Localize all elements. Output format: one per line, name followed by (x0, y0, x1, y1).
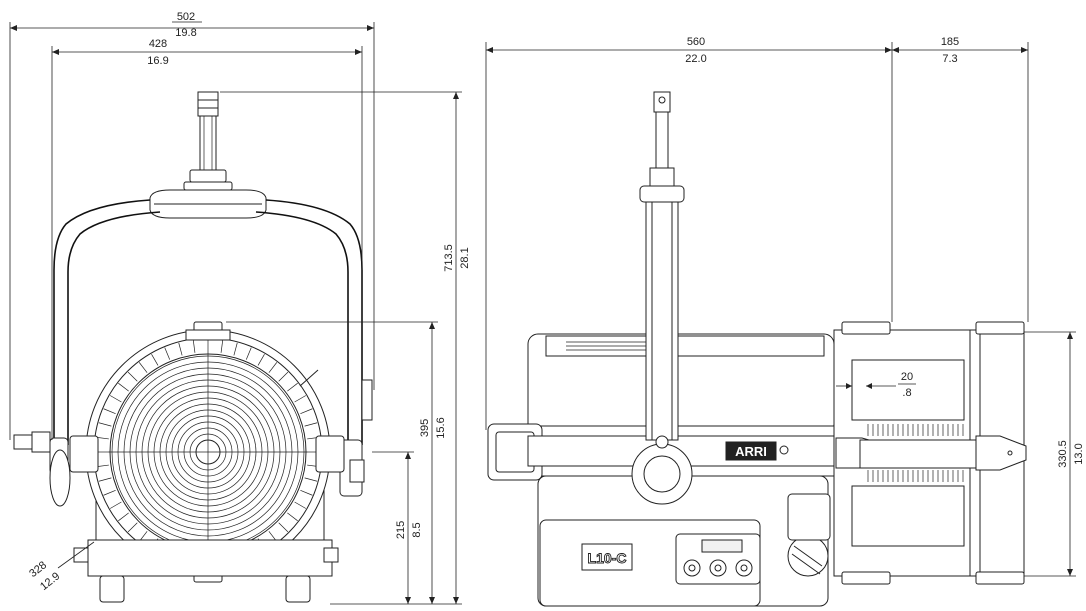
ring-rib (300, 408, 313, 415)
dim-395-in: 15.6 (435, 417, 447, 438)
control-knob-2 (709, 559, 727, 577)
control-knob-1 (683, 559, 701, 577)
ring-rib (127, 371, 138, 382)
spigot-top (197, 91, 219, 117)
spigot-side (653, 91, 671, 113)
ring-rib (278, 371, 289, 382)
ring-rib (287, 382, 298, 392)
dim-502-mm: 502 (177, 11, 195, 23)
ring-rib (294, 501, 307, 509)
dim-185-mm: 185 (941, 36, 959, 48)
ring-rib (109, 395, 122, 403)
ring-rib (98, 477, 112, 482)
brand-label: ARRI (735, 444, 767, 459)
dim-713-mm: 713.5 (443, 244, 455, 272)
lamp-base (87, 539, 333, 577)
ring-rib (294, 395, 307, 403)
ring-rib (257, 353, 265, 366)
dim-395-mm: 395 (419, 419, 431, 437)
ring-rib (220, 339, 224, 353)
model-label: L10-C (588, 550, 627, 566)
ring-rib (118, 382, 129, 392)
dim-560-mm: 560 (687, 36, 705, 48)
dim-713-in: 28.1 (459, 247, 471, 268)
ring-rib (103, 489, 116, 496)
control-knob-3 (735, 559, 753, 577)
brand-badge (725, 441, 777, 461)
side-view: L10-C ARRI (487, 91, 1027, 607)
ring-rib (98, 422, 112, 427)
ring-rib (287, 512, 298, 522)
foot-right (285, 575, 311, 603)
ring-rib (178, 342, 183, 356)
side-dimensions: 560 22.0 185 7.3 20 .8 330.5 13.0 (485, 36, 1085, 577)
control-display (701, 539, 743, 553)
dim-185-in: 7.3 (942, 53, 957, 65)
housing-upper (527, 333, 835, 435)
ring-rib (138, 362, 148, 373)
ring-rib (164, 347, 171, 360)
cooling-ribs (867, 424, 964, 482)
ring-rib (127, 522, 138, 533)
dim-20-in: .8 (902, 387, 911, 399)
ring-rib (245, 347, 252, 360)
model-plate (581, 543, 633, 571)
ring-side-bracket-left (69, 435, 99, 473)
dim-502-in: 19.8 (175, 27, 196, 39)
ring-rib (300, 489, 313, 496)
spigot-shaft (199, 115, 217, 171)
foot-left (99, 575, 125, 603)
dim-215-in: 8.5 (411, 522, 423, 537)
tilt-knob-left (13, 434, 33, 450)
dim-330-mm: 330.5 (1057, 440, 1069, 468)
ring-rib (233, 342, 238, 356)
ring-rib (103, 408, 116, 415)
ring-rib (304, 422, 318, 427)
dim-330-in: 13.0 (1073, 443, 1085, 464)
front-handle-tip (975, 435, 1027, 471)
dim-line-328 (57, 541, 95, 569)
yoke-arm-side (645, 195, 679, 441)
ring-rib (304, 477, 318, 482)
dim-428-mm: 428 (149, 38, 167, 50)
ring-rib (278, 522, 289, 533)
ring-rib (151, 353, 159, 366)
front-handle-rail (859, 439, 997, 469)
ring-rib (268, 362, 278, 373)
yoke-arm-left (53, 199, 151, 445)
ring-rib (118, 512, 129, 522)
front-view (13, 91, 373, 603)
yoke-arm-right (265, 199, 363, 445)
ring-rib (109, 501, 122, 509)
dim-20-mm: 20 (901, 371, 913, 383)
dim-428-in: 16.9 (147, 55, 168, 67)
dim-215-mm: 215 (395, 521, 407, 539)
dim-560-in: 22.0 (685, 53, 706, 65)
ring-rib (192, 339, 196, 353)
ring-side-bracket-right (315, 435, 345, 473)
tilt-pivot (631, 443, 693, 505)
